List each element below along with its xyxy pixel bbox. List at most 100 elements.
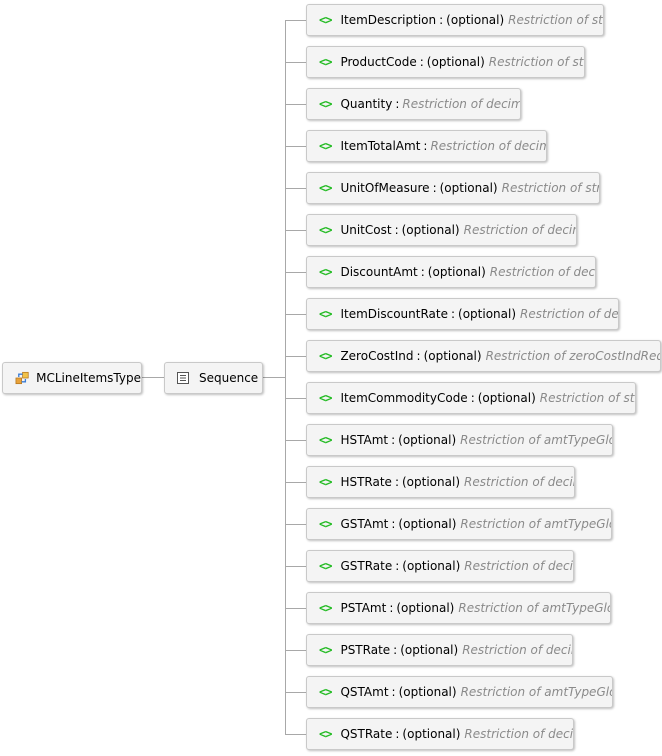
- connector-branch: [285, 566, 306, 567]
- element-node[interactable]: <>GSTAmt:(optional)Restriction of amtTyp…: [306, 508, 612, 540]
- element-optional-flag: (optional): [402, 559, 461, 573]
- element-node[interactable]: <>ItemDiscountRate:(optional)Restriction…: [306, 298, 619, 330]
- element-type: Restriction of string: [488, 55, 584, 69]
- sequence-icon: [177, 372, 189, 384]
- connector-branch: [285, 482, 306, 483]
- element-icon: <>: [319, 97, 332, 111]
- element-name: ItemDiscountRate: [340, 307, 448, 321]
- complex-type-icon: [15, 371, 29, 385]
- element-icon: <>: [319, 391, 332, 405]
- element-node[interactable]: <>ItemTotalAmt:Restriction of decimal: [306, 130, 547, 162]
- element-type: Restriction of amtTypeGlobal: [458, 601, 610, 615]
- element-separator: :: [470, 391, 475, 405]
- element-icon: <>: [319, 643, 332, 657]
- element-optional-flag: (optional): [396, 601, 455, 615]
- element-node[interactable]: <>ZeroCostInd:(optional)Restriction of z…: [306, 340, 661, 372]
- element-node[interactable]: <>PSTRate:(optional)Restriction of decim…: [306, 634, 573, 666]
- element-node[interactable]: <>UnitOfMeasure:(optional)Restriction of…: [306, 172, 600, 204]
- element-separator: :: [391, 433, 396, 447]
- element-node[interactable]: <>ItemDescription:(optional)Restriction …: [306, 4, 604, 36]
- connector-root-to-sequence: [142, 377, 164, 378]
- connector-sequence-to-trunk: [263, 377, 285, 378]
- element-separator: :: [394, 223, 399, 237]
- element-icon: <>: [319, 139, 332, 153]
- element-icon: <>: [319, 13, 332, 27]
- element-optional-flag: (optional): [402, 727, 461, 741]
- element-icon: <>: [319, 517, 332, 531]
- connector-branch: [285, 524, 306, 525]
- connector-branch: [285, 356, 306, 357]
- element-icon: <>: [319, 559, 332, 573]
- connector-branch: [285, 20, 306, 21]
- connector-branch: [285, 104, 306, 105]
- connector-branch: [285, 734, 306, 735]
- element-node[interactable]: <>PSTAmt:(optional)Restriction of amtTyp…: [306, 592, 611, 624]
- element-node[interactable]: <>HSTRate:(optional)Restriction of decim…: [306, 466, 575, 498]
- element-name: QSTRate: [340, 727, 393, 741]
- element-node[interactable]: <>ProductCode:(optional)Restriction of s…: [306, 46, 585, 78]
- connector-branch: [285, 650, 306, 651]
- element-icon: <>: [319, 727, 332, 741]
- element-optional-flag: (optional): [426, 55, 485, 69]
- connector-branch: [285, 188, 306, 189]
- connector-branch: [285, 692, 306, 693]
- element-node[interactable]: <>ItemCommodityCode:(optional)Restrictio…: [306, 382, 636, 414]
- element-optional-flag: (optional): [398, 517, 457, 531]
- element-type: Restriction of decimal: [462, 643, 572, 657]
- element-name: Quantity: [340, 97, 393, 111]
- element-separator: :: [391, 517, 396, 531]
- element-name: QSTAmt: [340, 685, 389, 699]
- element-name: ItemDescription: [340, 13, 437, 27]
- element-type: Restriction of string: [539, 391, 635, 405]
- element-node[interactable]: <>QSTRate:(optional)Restriction of decim…: [306, 718, 574, 750]
- element-separator: :: [395, 559, 400, 573]
- element-icon: <>: [319, 223, 332, 237]
- element-type: Restriction of amtTypeGlobal: [460, 517, 611, 531]
- element-optional-flag: (optional): [398, 433, 457, 447]
- element-separator: :: [394, 475, 399, 489]
- element-node[interactable]: <>QSTAmt:(optional)Restriction of amtTyp…: [306, 676, 613, 708]
- element-type: Restriction of string: [501, 181, 600, 195]
- element-type: Restriction of decimal: [464, 559, 573, 573]
- element-separator: :: [416, 349, 421, 363]
- element-type: Restriction of amtTypeGlobal: [460, 433, 612, 447]
- element-icon: <>: [319, 349, 332, 363]
- element-node[interactable]: <>GSTRate:(optional)Restriction of decim…: [306, 550, 574, 582]
- element-name: DiscountAmt: [340, 265, 418, 279]
- element-node[interactable]: <> Quantity:Restriction of decimal: [306, 88, 521, 120]
- element-name: UnitCost: [340, 223, 392, 237]
- element-separator: :: [423, 139, 428, 153]
- element-node[interactable]: <>HSTAmt:(optional)Restriction of amtTyp…: [306, 424, 613, 456]
- element-separator: :: [439, 13, 444, 27]
- element-name: ProductCode: [340, 55, 417, 69]
- complex-type-node[interactable]: MCLineItemsType: [2, 362, 142, 394]
- element-icon: <>: [319, 55, 332, 69]
- element-name: ZeroCostInd: [340, 349, 414, 363]
- element-icon: <>: [319, 433, 332, 447]
- element-type: Restriction of zeroCostIndReqType: [485, 349, 660, 363]
- element-optional-flag: (optional): [446, 13, 505, 27]
- element-separator: :: [420, 265, 425, 279]
- element-type: Restriction of decimal: [463, 223, 576, 237]
- element-type: Restriction of decimal: [430, 139, 546, 153]
- element-icon: <>: [319, 475, 332, 489]
- connector-branch: [285, 272, 306, 273]
- element-name: PSTRate: [340, 643, 391, 657]
- connector-branch: [285, 440, 306, 441]
- connector-branch: [285, 62, 306, 63]
- element-type: Restriction of decimal: [489, 265, 596, 279]
- connector-branch: [285, 608, 306, 609]
- element-node[interactable]: <>UnitCost:(optional)Restriction of deci…: [306, 214, 577, 246]
- element-node[interactable]: <>DiscountAmt:(optional)Restriction of d…: [306, 256, 596, 288]
- element-separator: :: [395, 97, 400, 111]
- element-optional-flag: (optional): [439, 181, 498, 195]
- element-type: Restriction of decimal: [464, 475, 574, 489]
- sequence-node[interactable]: Sequence: [164, 362, 263, 394]
- connector-branch: [285, 230, 306, 231]
- element-type: Restriction of decimal: [402, 97, 521, 111]
- element-optional-flag: (optional): [427, 265, 486, 279]
- element-optional-flag: (optional): [400, 643, 459, 657]
- element-icon: <>: [319, 685, 332, 699]
- element-name: ItemCommodityCode: [340, 391, 468, 405]
- element-optional-flag: (optional): [402, 475, 460, 489]
